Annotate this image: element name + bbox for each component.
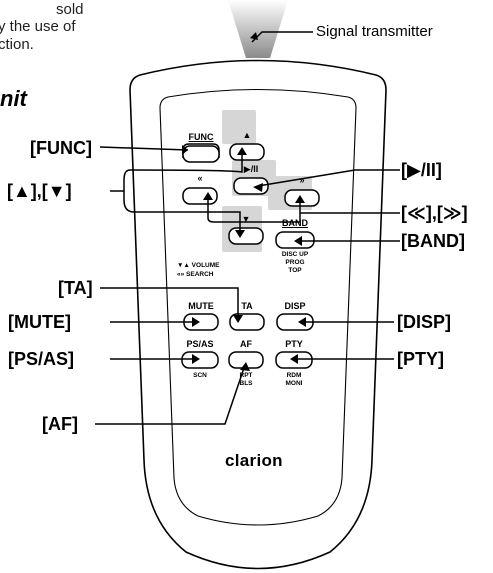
callout-band: [BAND]	[401, 231, 465, 251]
callout-disp: [DISP]	[397, 312, 451, 332]
callout-ps-as: [PS/AS]	[8, 349, 75, 369]
down-button-body	[228, 227, 264, 245]
disp-button-label[interactable]: DISP	[284, 301, 306, 311]
play-pause-button-label[interactable]: ▶/II	[243, 164, 259, 174]
callout-pty: [PTY]	[397, 349, 444, 369]
func-button-label[interactable]: FUNC	[188, 132, 214, 142]
down-button-label[interactable]: ▼	[241, 214, 251, 224]
band-sub-prog: PROG	[285, 259, 305, 266]
callout-up-down: [▲],[▼]	[7, 181, 72, 201]
prev-button-body	[182, 187, 218, 205]
band-sub-top: TOP	[288, 267, 302, 274]
ta-button-label[interactable]: TA	[241, 301, 253, 311]
rdm-label: RDM	[286, 372, 302, 379]
volume-label: ▼▲ VOLUME	[177, 262, 220, 269]
prev-button-label[interactable]: «	[197, 173, 203, 183]
rpt-label: RPT	[239, 372, 253, 379]
callout-af: [AF]	[42, 414, 78, 434]
play-button-body	[233, 177, 269, 195]
bls-label: BLS	[239, 380, 253, 387]
callout-skip: [≪],[≫]	[401, 203, 468, 223]
callout-ta: [TA]	[58, 278, 93, 298]
func-button-body	[182, 145, 220, 163]
search-label: «» SEARCH	[177, 271, 214, 278]
af-button-label[interactable]: AF	[240, 339, 252, 349]
next-button-body	[284, 189, 320, 207]
band-button-label[interactable]: BAND	[282, 218, 308, 228]
moni-label: MONI	[285, 380, 303, 387]
mute-button-label[interactable]: MUTE	[188, 301, 214, 311]
up-button-label[interactable]: ▲	[242, 130, 252, 140]
next-button-label[interactable]: »	[299, 175, 305, 185]
intro-text-line-1: sold	[56, 1, 84, 18]
band-button-body	[275, 231, 315, 249]
ps-as-button-label[interactable]: PS/AS	[186, 339, 214, 349]
signal-transmitter-label: Signal transmitter	[316, 23, 433, 40]
band-sub-disc-up: DISC UP	[281, 251, 309, 258]
psas-button-body	[181, 351, 219, 369]
brand-logo: clarion	[225, 451, 283, 470]
scn-label: SCN	[193, 372, 207, 379]
callout-mute: [MUTE]	[8, 312, 71, 332]
signal-beam	[228, 0, 288, 58]
up-button-body	[229, 143, 265, 161]
section-heading: nit	[0, 86, 27, 111]
pty-button-label[interactable]: PTY	[285, 339, 303, 349]
callout-func: [FUNC]	[30, 138, 92, 158]
intro-text-line-3: ction.	[0, 36, 34, 53]
intro-text-line-2: y the use of	[0, 18, 76, 35]
callout-play-pause: [▶/II]	[401, 160, 442, 180]
